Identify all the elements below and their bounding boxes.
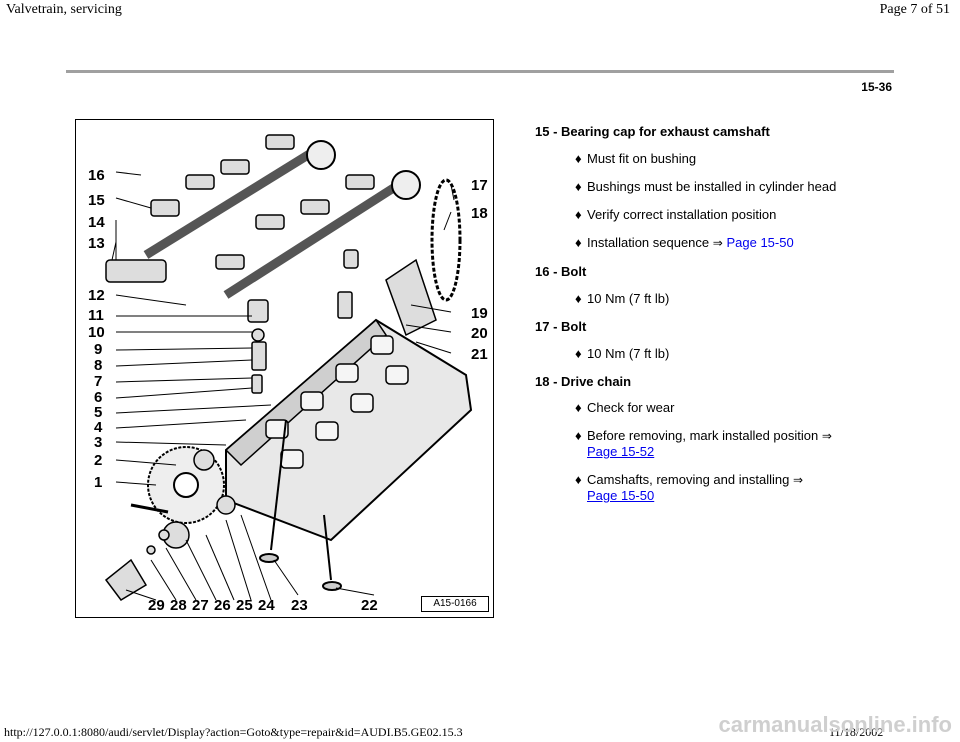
callout-27: 27 xyxy=(192,597,209,614)
item-18: 18 - Drive chain xyxy=(535,374,631,389)
diamond-bullet-icon: ♦ xyxy=(575,346,582,361)
callout-25: 25 xyxy=(236,597,253,614)
item-heading: 17 - Bolt xyxy=(535,319,587,334)
watermark-logo: carmanualsonline.info xyxy=(718,712,953,737)
callout-5: 5 xyxy=(94,404,102,421)
page-link[interactable]: Page 15-50 xyxy=(587,488,655,503)
bullet: ♦Before removing, mark installed positio… xyxy=(575,428,832,459)
diamond-bullet-icon: ♦ xyxy=(575,235,582,250)
bullet: ♦10 Nm (7 ft lb) xyxy=(575,291,670,306)
callout-12: 12 xyxy=(88,287,105,304)
callout-21: 21 xyxy=(471,346,488,363)
diamond-bullet-icon: ♦ xyxy=(575,291,582,306)
callout-22: 22 xyxy=(361,597,378,614)
item-heading: 16 - Bolt xyxy=(535,264,587,279)
item-16: 16 - Bolt xyxy=(535,264,586,279)
callout-1: 1 xyxy=(94,474,102,491)
callout-24: 24 xyxy=(258,597,275,614)
diamond-bullet-icon: ♦ xyxy=(575,207,582,222)
callout-17: 17 xyxy=(471,177,488,194)
diamond-bullet-icon: ♦ xyxy=(575,179,582,194)
right-arrow-icon: ⇒ xyxy=(792,473,804,487)
bullet: ♦Must fit on bushing xyxy=(575,151,697,166)
callout-16: 16 xyxy=(88,167,105,184)
callout-14: 14 xyxy=(88,214,105,231)
callout-3: 3 xyxy=(94,434,102,451)
callout-9: 9 xyxy=(94,341,102,358)
right-arrow-icon: ⇒ xyxy=(712,236,723,250)
callout-2: 2 xyxy=(94,452,102,469)
callout-19: 19 xyxy=(471,305,488,322)
document-title: Valvetrain, servicing xyxy=(6,2,122,17)
bullet: ♦10 Nm (7 ft lb) xyxy=(575,346,670,361)
callout-7: 7 xyxy=(94,373,102,390)
callout-15: 15 xyxy=(88,192,105,209)
diamond-bullet-icon: ♦ xyxy=(575,151,582,166)
callout-11: 11 xyxy=(88,307,104,324)
bullet: ♦Verify correct installation position xyxy=(575,207,777,222)
callout-6: 6 xyxy=(94,389,102,406)
callout-23: 23 xyxy=(291,597,308,614)
callout-26: 26 xyxy=(214,597,231,614)
item-17: 17 - Bolt xyxy=(535,319,586,334)
callout-10: 10 xyxy=(88,324,105,341)
section-number: 15-36 xyxy=(861,80,892,94)
bullet: ♦Bushings must be installed in cylinder … xyxy=(575,179,837,194)
callout-13: 13 xyxy=(88,235,105,252)
page-indicator: Page 7 of 51 xyxy=(879,2,950,17)
item-15: 15 - Bearing cap for exhaust camshaft xyxy=(535,124,770,139)
figure-code: A15-0166 xyxy=(421,596,489,612)
bullet: ♦Installation sequence ⇒ Page 15-50 xyxy=(575,235,794,250)
diamond-bullet-icon: ♦ xyxy=(575,428,582,443)
exploded-view-diagram: 1 2 3 4 5 6 7 8 9 10 11 12 13 14 15 16 1… xyxy=(75,119,494,618)
callout-4: 4 xyxy=(94,419,103,436)
header-rule xyxy=(66,70,894,73)
diamond-bullet-icon: ♦ xyxy=(575,400,582,415)
callout-18: 18 xyxy=(471,205,488,222)
bullet: ♦Camshafts, removing and installing ⇒ Pa… xyxy=(575,472,804,503)
item-heading: 15 - Bearing cap for exhaust camshaft xyxy=(535,124,770,139)
callout-20: 20 xyxy=(471,325,488,342)
callout-8: 8 xyxy=(94,357,102,374)
page-link[interactable]: Page 15-52 xyxy=(587,444,655,459)
source-url: http://127.0.0.1:8080/audi/servlet/Displ… xyxy=(4,725,463,739)
print-date: 11/18/2002 xyxy=(829,725,884,739)
page-link[interactable]: Page 15-50 xyxy=(726,235,794,250)
right-arrow-icon: ⇒ xyxy=(821,429,832,443)
diamond-bullet-icon: ♦ xyxy=(575,472,582,487)
bullet: ♦Check for wear xyxy=(575,400,675,415)
callout-28: 28 xyxy=(170,597,187,614)
item-heading: 18 - Drive chain xyxy=(535,374,632,389)
callout-29: 29 xyxy=(148,597,165,614)
diagram-drawing: 1 2 3 4 5 6 7 8 9 10 11 12 13 14 15 16 1… xyxy=(88,134,488,614)
